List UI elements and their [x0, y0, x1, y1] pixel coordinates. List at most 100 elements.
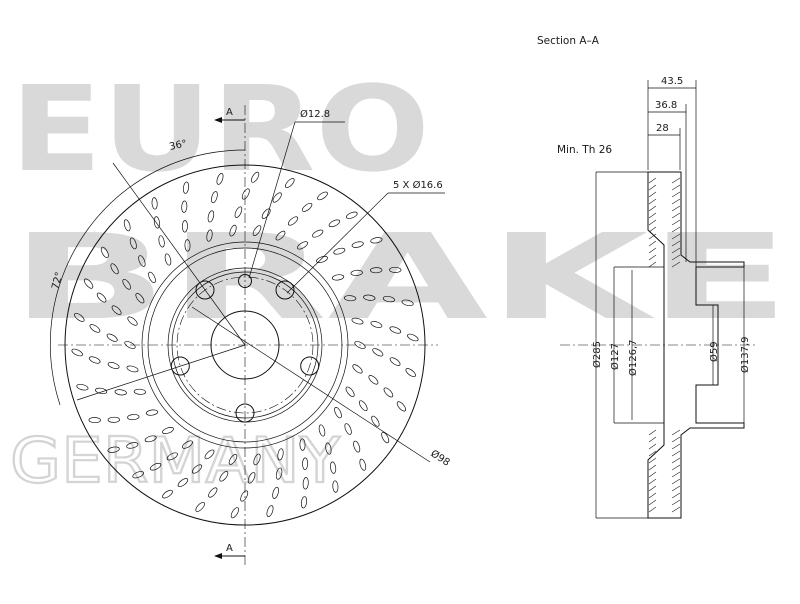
centre-bore	[210, 310, 280, 380]
dim-59: Ø59	[708, 341, 720, 362]
bolt-hole-leader	[248, 121, 296, 279]
drill-hole	[145, 409, 159, 416]
dim-127: Ø127	[609, 343, 621, 370]
drill-hole	[272, 486, 279, 499]
drill-hole	[405, 368, 416, 378]
radial-line-72	[76, 344, 246, 401]
drill-hole	[275, 467, 283, 480]
dim-285: Ø285	[591, 341, 603, 368]
hatch-line	[671, 191, 681, 198]
hatch-line	[648, 254, 657, 261]
drill-hole	[301, 202, 313, 212]
dim-137-9: Ø137,9	[739, 337, 751, 374]
drill-hole	[126, 442, 139, 449]
drill-hole	[74, 312, 85, 322]
drill-hole	[234, 206, 243, 218]
drill-hole	[317, 191, 328, 201]
drill-hole	[300, 496, 308, 509]
drill-hole	[363, 294, 376, 301]
drill-hole	[359, 458, 367, 471]
hatch-line	[648, 436, 657, 443]
drill-hole	[164, 253, 172, 266]
drill-hole	[334, 406, 342, 419]
drill-hole	[389, 357, 401, 366]
drill-hole	[144, 435, 157, 443]
drill-hole	[114, 389, 127, 396]
watermark-line-2: BRAKE	[10, 208, 790, 346]
hatch-line	[648, 471, 657, 478]
drill-hole	[133, 388, 147, 395]
drill-hole	[229, 224, 237, 237]
drill-hole	[181, 200, 188, 213]
drill-hole	[149, 462, 162, 471]
drill-hole	[127, 414, 140, 421]
hatch-line	[671, 429, 681, 436]
hatch-line	[648, 219, 657, 226]
drill-hole	[206, 229, 213, 242]
drill-hole	[123, 219, 131, 232]
drill-hole	[372, 348, 384, 357]
drill-hole	[382, 295, 395, 303]
drill-hole	[88, 417, 101, 424]
drill-hole	[219, 471, 229, 482]
hatch-line	[648, 485, 657, 492]
drill-hole	[122, 278, 131, 290]
hatch-line	[648, 233, 657, 240]
min-thickness-label: Min. Th 26	[557, 144, 612, 156]
watermark-line-1: EURO	[10, 60, 430, 198]
drill-hole	[89, 324, 101, 333]
hatch-line	[648, 429, 657, 436]
drill-hole	[177, 478, 189, 488]
hatch-line	[671, 226, 681, 233]
section-arrow-bottom	[214, 553, 222, 559]
drill-hole	[325, 442, 332, 455]
drill-hole	[111, 305, 122, 315]
hatch-line	[671, 506, 681, 513]
hatch-line	[648, 205, 657, 212]
hatch-line	[648, 184, 657, 191]
drill-hole	[261, 208, 271, 219]
angle-arc-36	[129, 149, 246, 188]
drill-hole	[83, 278, 94, 289]
dim-43-5: 43.5	[661, 76, 683, 87]
drill-hole	[76, 383, 89, 391]
drill-hole	[138, 255, 146, 267]
drill-hole	[331, 274, 345, 281]
drill-hole	[370, 267, 383, 274]
drill-hole	[96, 292, 107, 303]
hatch-line	[648, 261, 657, 268]
hatch-line	[671, 261, 681, 268]
hatch-line	[648, 191, 657, 198]
section-title: Section A–A	[537, 35, 600, 47]
section-arrow-top	[214, 117, 222, 123]
drill-hole	[132, 471, 145, 479]
hatch-line	[648, 464, 657, 471]
section-view: Section A–A Min. Th 26 43.5 36.8 28 Ø285…	[537, 35, 755, 519]
drill-hole	[272, 192, 282, 203]
drill-hole	[107, 416, 120, 423]
stud-hole-leader	[286, 192, 389, 294]
drill-hole	[328, 219, 341, 228]
angle-72-label: 72°	[50, 271, 65, 291]
drill-hole	[195, 501, 205, 512]
hatch-line	[671, 254, 681, 261]
hatch-line	[671, 233, 681, 240]
bolt-hole	[238, 274, 252, 288]
hatch-line	[671, 177, 681, 184]
hatch-line	[671, 492, 681, 499]
drill-hole	[166, 452, 178, 461]
drill-hole	[370, 321, 383, 328]
stud-hole	[275, 280, 295, 300]
drill-hole	[318, 424, 326, 437]
drill-hole	[216, 173, 224, 185]
drill-hole	[240, 490, 249, 502]
drill-hole	[207, 210, 215, 223]
drill-hole	[345, 211, 358, 219]
drill-hole	[285, 178, 295, 189]
drill-hole	[389, 326, 402, 334]
drill-hole	[389, 266, 402, 273]
hatch-line	[648, 506, 657, 513]
drill-hole	[247, 472, 256, 484]
drill-hole	[351, 317, 364, 325]
drill-hole	[371, 415, 380, 427]
